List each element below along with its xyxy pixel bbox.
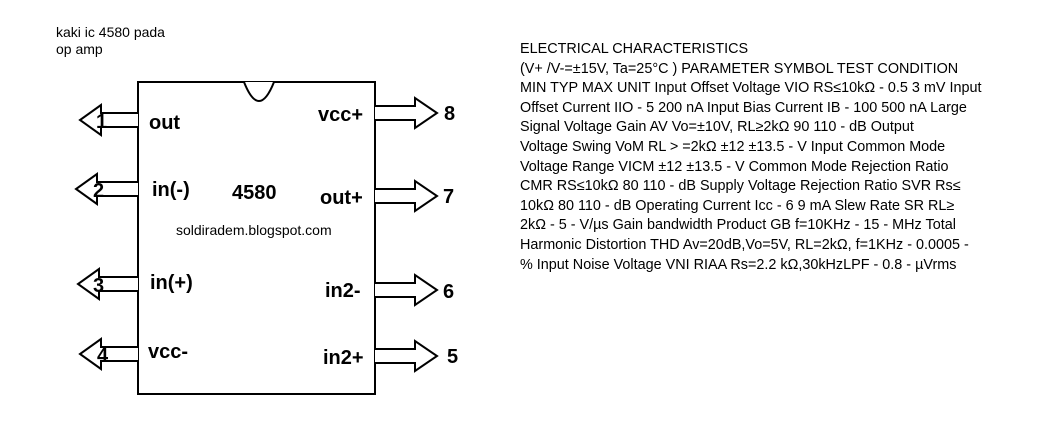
spec-line: Signal Voltage Gain AV Vo=±10V, RL≥2kΩ 9… [520,119,914,136]
pin-4-label: vcc- [148,341,188,363]
pin-5-arrow [375,339,439,373]
spec-line: CMR RS≤10kΩ 80 110 - dB Supply Voltage R… [520,178,961,195]
pin-1-arrow [78,103,138,137]
pin-8: 8 vcc+ [318,96,455,130]
pin-6-label: in2- [325,280,361,302]
spec-line: (V+ /V-=±15V, Ta=25°C ) PARAMETER SYMBOL… [520,60,959,77]
pin-5-number: 5 [447,346,458,368]
spec-line: % Input Noise Voltage VNI RIAA Rs=2.2 kΩ… [520,256,957,273]
spec-line: ELECTRICAL CHARACTERISTICS [520,41,749,57]
pin-7-number: 7 [443,186,454,208]
pin-4-number: 4 [97,345,109,367]
pin-6: 6 in2- [325,273,454,307]
spec-line: Voltage Range VICM ±12 ±13.5 - V Common … [520,158,949,175]
chip-part-number: 4580 [232,182,277,204]
pin-2-label: in(-) [152,179,190,201]
pin-3-label: in(+) [150,272,193,294]
pin-5: 5 in2+ [323,339,458,373]
pin-7: 7 out+ [320,179,454,213]
electrical-characteristics: ELECTRICAL CHARACTERISTICS (V+ /V-=±15V,… [520,40,1030,275]
pin-6-arrow [375,273,439,307]
pin-7-label: out+ [320,187,363,209]
pin-1: 1 out [78,103,180,137]
pin-4-arrow [78,337,138,371]
pin-5-label: in2+ [323,347,364,369]
pin-1-label: out [149,112,180,134]
pin-1-number: 1 [96,111,107,133]
pin-2-arrow [74,172,138,206]
chip-notch [243,81,275,102]
diagram-caption: kaki ic 4580 pada op amp [56,24,165,57]
spec-line: Voltage Swing VoM RL > =2kΩ ±12 ±13.5 - … [520,138,946,155]
pin-2-number: 2 [93,180,104,202]
blog-watermark: soldiradem.blogspot.com [176,222,332,238]
spec-line: Offset Current IIO - 5 200 nA Input Bias… [520,99,967,116]
spec-line: MIN TYP MAX UNIT Input Offset Voltage VI… [520,80,982,97]
pin-6-number: 6 [443,281,454,303]
pin-8-label: vcc+ [318,104,363,126]
pin-4: 4 vcc- [78,337,188,371]
pin-2: 2 in(-) [74,172,190,206]
pin-7-arrow [375,179,439,213]
pin-3: 3 in(+) [76,267,193,301]
spec-line: 10kΩ 80 110 - dB Operating Current Icc -… [520,197,955,214]
pin-3-arrow [76,267,138,301]
spec-line: Harmonic Distortion THD Av=20dB,Vo=5V, R… [520,236,969,253]
pin-8-arrow [375,96,439,130]
spec-line: 2kΩ - 5 - V/µs Gain bandwidth Product GB… [520,217,956,234]
pin-8-number: 8 [444,103,455,125]
pin-3-number: 3 [93,275,104,297]
